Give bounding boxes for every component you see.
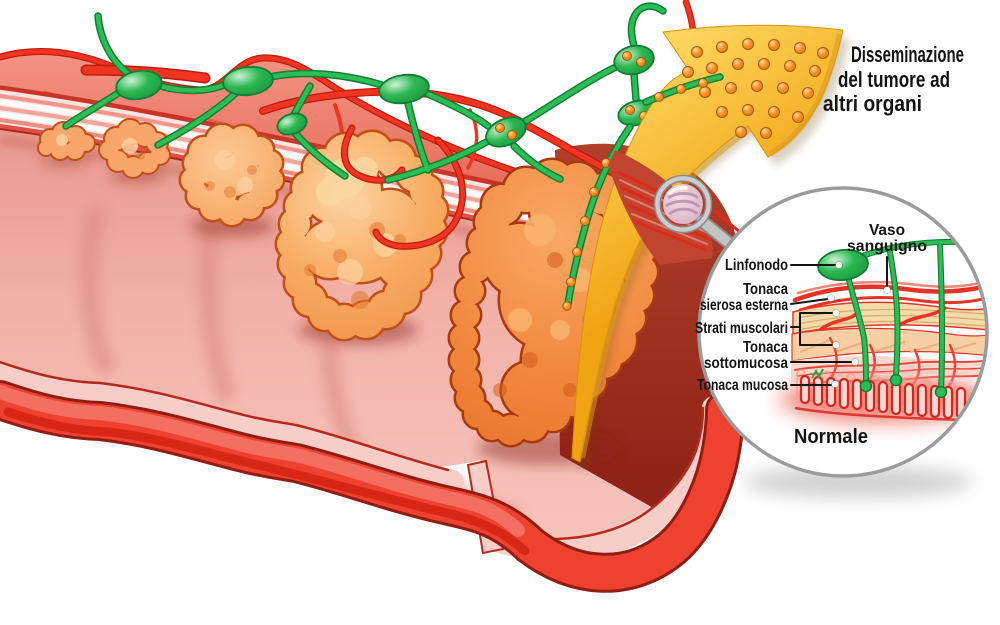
annotation-text: Disseminazione del tumore ad altri organ… [823, 42, 964, 116]
inset-circle: Vaso sanguigno Linfonodo Tonaca sierosa … [695, 186, 989, 498]
inset-tissue [777, 238, 987, 426]
label-tonaca-sottomucosa: Tonaca [743, 339, 788, 356]
inset-leader-lines [790, 256, 891, 388]
tumor-cell-dots-arrowhead [682, 38, 829, 139]
tumor-cells-in-nodes [495, 51, 649, 140]
lymphatic-vessel-with-tumor-cells [562, 73, 724, 311]
inset-lymph-node [817, 248, 869, 282]
lymph-node [378, 73, 430, 105]
magnifier-icon [608, 150, 743, 265]
inset-labels: Vaso sanguigno Linfonodo Tonaca sierosa … [695, 222, 927, 448]
lymph-node-with-tumor-cells [485, 116, 527, 148]
lymphatic-network [62, 2, 667, 184]
label-tonaca-sierosa: Tonaca [743, 281, 788, 298]
svg-text:sanguigno: sanguigno [847, 238, 927, 255]
svg-text:sierosa esterna: sierosa esterna [700, 297, 788, 314]
label-strati-muscolari: Strati muscolari [695, 320, 788, 337]
label-tonaca-mucosa: Tonaca mucosa [697, 377, 788, 394]
tumor-3 [181, 125, 283, 225]
annotation-line-2: del tumore ad [838, 67, 950, 92]
label-vaso-sanguigno: Vaso [869, 222, 905, 239]
lymph-node [115, 69, 163, 101]
inset-lymphatics [811, 238, 981, 399]
colon-rim [0, 360, 745, 593]
label-linfonodo: Linfonodo [725, 257, 788, 274]
annotation-line-3: altri organi [823, 91, 922, 116]
lymph-node-with-tumor-cells [613, 44, 655, 76]
lymph-node [276, 112, 308, 136]
dissemination-arrow [562, 24, 850, 471]
inset-caption: Normale [794, 426, 868, 448]
lymph-node [222, 65, 274, 97]
tumor-1 [37, 121, 96, 161]
tumor-2 [98, 118, 171, 179]
svg-text:sottomucosa: sottomucosa [704, 355, 788, 372]
annotation-line-1: Disseminazione [851, 42, 964, 67]
